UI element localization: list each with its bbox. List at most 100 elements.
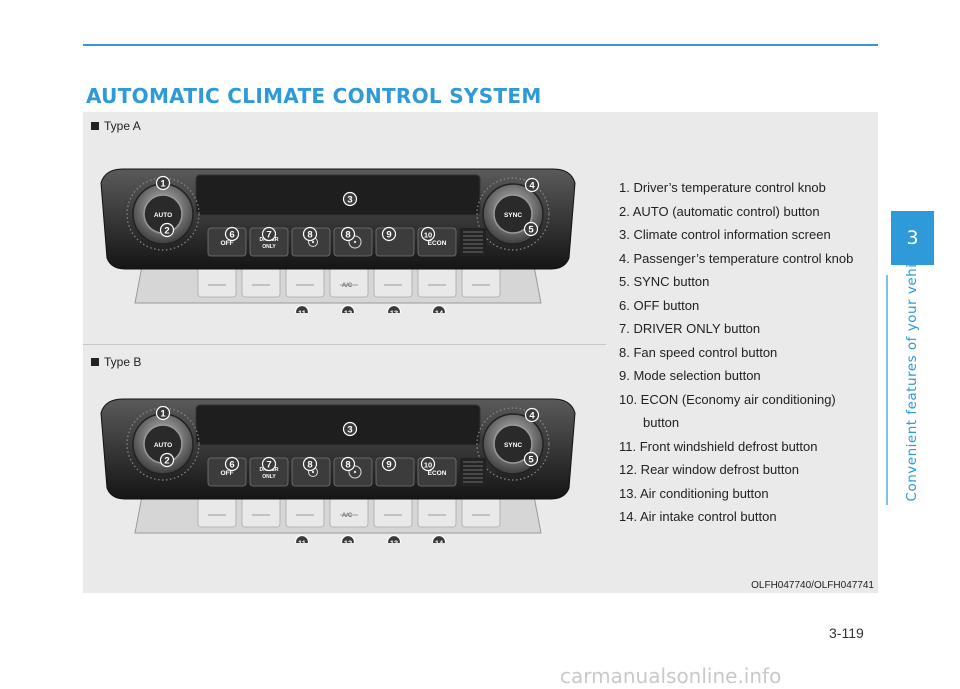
callout-number: 6 <box>229 460 234 471</box>
callout-number: 5 <box>528 225 534 236</box>
callout-12: 12 <box>340 534 356 544</box>
parts-legend: 1. Driver’s temperature control knob 2. … <box>619 176 874 529</box>
callout-number: 14 <box>435 539 444 544</box>
switch-button[interactable] <box>417 266 457 298</box>
legend-item: 5. SYNC button <box>619 274 710 289</box>
legend-item: 4. Passenger’s temperature control knob <box>619 250 854 266</box>
callout-number: 8 <box>307 230 312 241</box>
climate-panel-drawing: A/CAUTOSYNCOFFECONDRIVERONLY123456788910… <box>100 168 576 314</box>
callout-6: 6 <box>224 456 240 472</box>
switch-button[interactable] <box>241 266 281 298</box>
switch-button[interactable] <box>373 496 413 528</box>
vent-grille <box>460 228 486 256</box>
legend-item: 3. Climate control information screen <box>619 227 831 242</box>
info-screen <box>195 174 481 216</box>
switch-button[interactable] <box>241 496 281 528</box>
callout-11: 11 <box>294 534 310 544</box>
switch-button[interactable] <box>417 496 457 528</box>
callout-5: 5 <box>523 221 539 237</box>
square-bullet-icon <box>91 358 99 366</box>
callout-number: 9 <box>386 230 391 241</box>
legend-item: button <box>643 415 680 430</box>
callout-number: 11 <box>298 539 306 544</box>
switch-button[interactable] <box>461 266 501 298</box>
callout-number: 10 <box>424 461 432 470</box>
callout-8: 8 <box>340 456 356 472</box>
driver-only-label-2: ONLY <box>262 474 276 480</box>
callout-1: 1 <box>155 175 171 191</box>
callout-number: 1 <box>160 409 166 420</box>
sync-button-label: SYNC <box>504 442 522 449</box>
callout-number: 13 <box>390 539 398 544</box>
callout-9: 9 <box>381 456 397 472</box>
legend-item: 2. AUTO (automatic control) button <box>619 203 820 219</box>
ac-button-label: A/C <box>342 283 353 289</box>
legend-item: 14. Air intake control button <box>619 509 777 524</box>
callout-10: 10 <box>420 226 436 242</box>
callout-number: 12 <box>344 539 352 544</box>
callout-8: 8 <box>302 456 318 472</box>
legend-item: 13. Air conditioning button <box>619 485 769 501</box>
callout-number: 3 <box>347 195 352 206</box>
callout-number: 13 <box>390 309 398 314</box>
legend-item: 11. Front windshield defrost button <box>619 438 818 454</box>
side-rule <box>886 275 888 505</box>
callout-number: 9 <box>386 460 391 471</box>
page-number: 3-119 <box>829 625 864 641</box>
callout-2: 2 <box>159 222 175 238</box>
image-code: OLFH047740/OLFH047741 <box>751 580 874 591</box>
callout-number: 12 <box>344 309 352 314</box>
switch-button[interactable] <box>197 266 237 298</box>
callout-8: 8 <box>302 226 318 242</box>
vent-grille <box>460 458 486 486</box>
climate-panel-drawing: A/CAUTOSYNCOFFECONDRIVERONLY123456788910… <box>100 398 576 544</box>
switch-button[interactable] <box>373 266 413 298</box>
callout-5: 5 <box>523 451 539 467</box>
type-a-text: Type A <box>104 119 141 133</box>
type-a-label: Type A <box>91 119 141 133</box>
callout-number: 6 <box>229 230 234 241</box>
fan-icon <box>348 465 362 479</box>
switch-button[interactable] <box>329 266 369 298</box>
chapter-tab[interactable]: 3 <box>891 211 934 265</box>
callout-number: 3 <box>347 425 352 436</box>
callout-10: 10 <box>420 456 436 472</box>
off-button-label: OFF <box>221 470 234 477</box>
legend-item: 7. DRIVER ONLY button <box>619 321 761 336</box>
auto-button-label: AUTO <box>154 212 172 219</box>
switch-button[interactable] <box>285 496 325 528</box>
callout-7: 7 <box>261 226 277 242</box>
callout-3: 3 <box>342 421 358 437</box>
switch-button[interactable] <box>461 496 501 528</box>
type-b-text: Type B <box>104 355 142 369</box>
callout-number: 11 <box>298 309 306 314</box>
square-bullet-icon <box>91 122 99 130</box>
switch-button[interactable] <box>197 496 237 528</box>
panel-divider <box>83 344 606 345</box>
off-button-label: OFF <box>221 240 234 247</box>
switch-button[interactable] <box>329 496 369 528</box>
callout-number: 8 <box>307 460 312 471</box>
callout-3: 3 <box>342 191 358 207</box>
switch-button[interactable] <box>285 266 325 298</box>
legend-item: 8. Fan speed control button <box>619 344 778 360</box>
driver-temp-knob[interactable]: AUTO <box>126 407 200 481</box>
climate-panel-figure-type-b: A/CAUTOSYNCOFFECONDRIVERONLY123456788910… <box>93 393 583 543</box>
callout-6: 6 <box>224 226 240 242</box>
info-screen <box>195 404 481 446</box>
callout-8: 8 <box>340 226 356 242</box>
legend-item: 1. Driver’s temperature control knob <box>619 180 826 195</box>
callout-number: 10 <box>424 231 432 240</box>
sync-button-label: SYNC <box>504 212 522 219</box>
climate-panel-figure-type-a: A/CAUTOSYNCOFFECONDRIVERONLY123456788910… <box>93 163 583 313</box>
legend-item: 12. Rear window defrost button <box>619 462 799 477</box>
callout-12: 12 <box>340 304 356 314</box>
callout-number: 4 <box>529 411 535 422</box>
callout-number: 2 <box>164 456 169 467</box>
auto-button-label: AUTO <box>154 442 172 449</box>
callout-11: 11 <box>294 304 310 314</box>
driver-only-label-2: ONLY <box>262 244 276 250</box>
callout-number: 1 <box>160 179 166 190</box>
section-title: AUTOMATIC CLIMATE CONTROL SYSTEM <box>86 84 542 108</box>
callout-13: 13 <box>386 304 402 314</box>
